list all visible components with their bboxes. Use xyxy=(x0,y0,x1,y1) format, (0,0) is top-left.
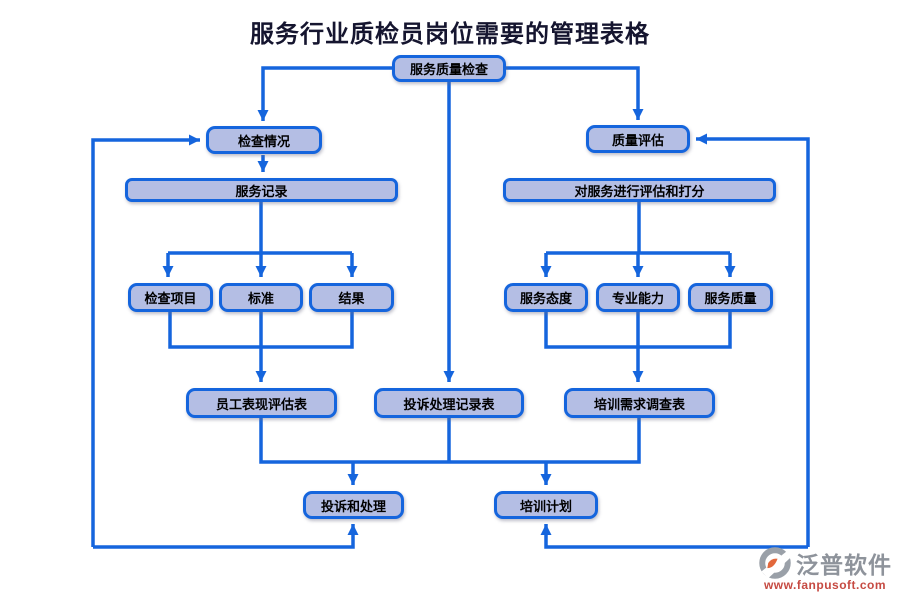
node-service-record: 服务记录 xyxy=(125,178,398,202)
fanpu-logo[interactable]: 泛普软件 www.fanpusoft.com xyxy=(758,546,892,592)
node-complaint-record-form: 投诉处理记录表 xyxy=(374,388,524,418)
node-training-plan: 培训计划 xyxy=(494,491,598,519)
node-service-quality-check: 服务质量检查 xyxy=(392,55,506,82)
node-evaluate-and-score: 对服务进行评估和打分 xyxy=(503,178,776,202)
node-training-survey-form: 培训需求调查表 xyxy=(564,388,715,418)
fanpu-logo-icon xyxy=(758,546,792,580)
node-service-attitude: 服务态度 xyxy=(504,283,588,312)
node-performance-eval-form: 员工表现评估表 xyxy=(186,388,337,418)
connector-lines xyxy=(91,66,810,549)
node-service-quality: 服务质量 xyxy=(688,283,773,312)
node-standard: 标准 xyxy=(219,283,303,312)
node-result: 结果 xyxy=(309,283,394,312)
node-complaint-handling: 投诉和处理 xyxy=(303,491,404,519)
diagram-title: 服务行业质检员岗位需要的管理表格 xyxy=(250,21,650,48)
node-professional-ability: 专业能力 xyxy=(596,283,680,312)
fanpu-logo-url[interactable]: www.fanpusoft.com xyxy=(763,578,887,592)
fanpu-logo-text: 泛普软件 xyxy=(796,552,892,578)
node-quality-evaluation: 质量评估 xyxy=(586,125,690,153)
node-inspection-status: 检查情况 xyxy=(206,126,322,154)
node-check-items: 检查项目 xyxy=(128,283,213,312)
